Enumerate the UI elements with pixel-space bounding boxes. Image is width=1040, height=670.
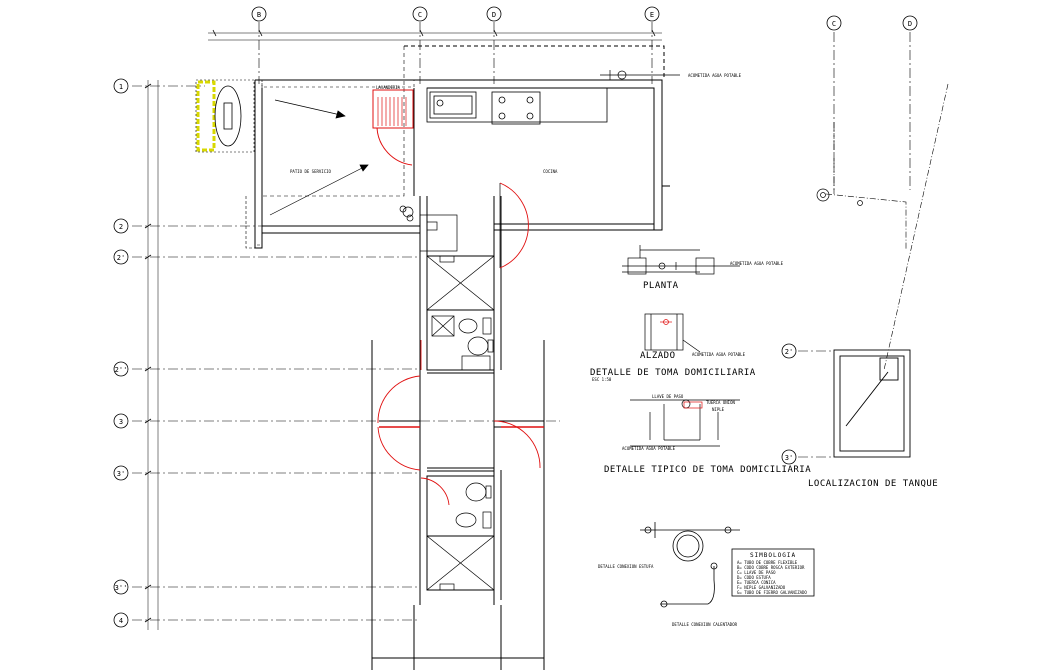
patio-slope-arrows [269,99,369,216]
axis-bubble-D: D [486,6,502,22]
acometida-note-alzado: ACOMETIDA AGUA POTABLE [692,352,746,357]
detalle-tipico-title: DETALLE TIPICO DE TOMA DOMICILIARIA [604,465,811,475]
conexion-calentador-diagram [660,562,718,608]
svg-text:C: C [418,11,422,19]
tank-axis-bubble-2p: 2' [781,343,797,359]
dimension-lines [144,29,662,630]
niple-note: NIPLE [712,407,725,412]
llave-de-paso-note: LLAVE DE PASO [652,394,684,399]
symbology-item: F= NIPLE GALVANIZADO [737,585,786,590]
svg-text:D: D [908,20,912,28]
svg-text:2': 2' [785,348,793,356]
conexion-estufa-title: DETALLE CONEXION ESTUFA [598,564,654,569]
svg-text:3: 3 [119,418,123,426]
symbology-item: A= TUBO DE COBRE FLEXIBLE [737,560,798,565]
kitchen-door [499,182,529,269]
cistern-tank [195,79,255,153]
axis-bubble-3p: 3' [113,465,129,481]
acometida-note-top: ACOMETIDA AGUA POTABLE [688,73,742,78]
alzado-detail [644,313,701,353]
room-label-patio: PATIO DE SERVICIO [290,169,332,174]
svg-text:4: 4 [119,617,123,625]
svg-text:1: 1 [119,83,123,91]
symbology-item: C= LLAVE DE PASO [737,570,776,575]
conexion-calentador-title: DETALLE CONEXION CALENTADOR [672,622,738,627]
tank-axis-bubble-D: D [902,15,918,31]
laundry-sink [372,89,414,166]
axis-grid [132,22,911,621]
axis-bubble-3: 3 [113,413,129,429]
axis-bubble-B: B [251,6,267,22]
kitchen-counter [426,87,608,125]
tank-riser [816,188,863,206]
conexion-estufa-diagram [640,522,740,562]
symbology-item: E= TUERCA CONICA [737,580,776,585]
planta-title: PLANTA [643,281,679,291]
planta-detail [622,245,740,275]
symbology-item: B= CODO COBRE ROSCA EXTERIOR [737,565,805,570]
tank-axis-bubble-C: C [826,15,842,31]
axis-bubble-3pp: 3'' [113,579,129,595]
symbology-box: SIMBOLOGIA A= TUBO DE COBRE FLEXIBLE B= … [731,548,815,597]
axis-bubble-1: 1 [113,78,129,94]
axis-bubble-E: E [644,6,660,22]
svg-text:2: 2 [119,223,123,231]
svg-text:B: B [257,11,261,19]
bathroom-fixtures [426,255,495,591]
room-label-cocina: COCINA [543,169,558,174]
detalle-toma-subtitle: ESC 1:50 [592,377,612,382]
patio-perimeter-wall [254,79,415,246]
tank-outline [833,349,911,458]
tank-pipe-route [825,83,949,371]
svg-text:3': 3' [117,470,125,478]
axis-bubble-2: 2 [113,218,129,234]
svg-text:2'': 2'' [115,366,128,374]
axis-bubble-4: 4 [113,612,129,628]
acometida-note-tipico: ACOMETIDA AGUA POTABLE [622,446,676,451]
symbology-title: SIMBOLOGIA [750,552,796,559]
svg-text:3'': 3'' [115,584,128,592]
svg-text:3': 3' [785,454,793,462]
water-heater [399,205,458,252]
tank-axis-bubble-3p: 3' [781,449,797,465]
detalle-toma-title: DETALLE DE TOMA DOMICILIARIA [590,368,756,378]
symbology-item: D= CODO ESTUFA [737,575,771,580]
tuerca-union-note: TUERCA UNION [706,400,735,405]
door-swings [377,340,544,506]
svg-text:C: C [832,20,836,28]
axis-bubble-C: C [412,6,428,22]
water-meter [600,70,680,80]
axis-bubble-2p: 2' [113,249,129,265]
room-label-lavanderia: LAVANDERIA [376,85,401,90]
localizacion-tanque-title: LOCALIZACION DE TANQUE [808,479,938,489]
svg-text:D: D [492,11,496,19]
axis-bubbles: B C D E 1 2 2' 2'' 3 3' 3'' 4 C D 2' 3' [113,6,918,628]
detalle-tipico-diagram [630,399,740,447]
acometida-note-planta: ACOMETIDA AGUA POTABLE [730,261,784,266]
svg-text:2': 2' [117,254,125,262]
svg-text:E: E [650,11,654,19]
symbology-item: G= TUBO DE FIERRO GALVANIZADO [737,590,807,595]
axis-bubble-2pp: 2'' [113,361,129,377]
alzado-title: ALZADO [640,351,676,361]
building-walls [245,45,670,670]
